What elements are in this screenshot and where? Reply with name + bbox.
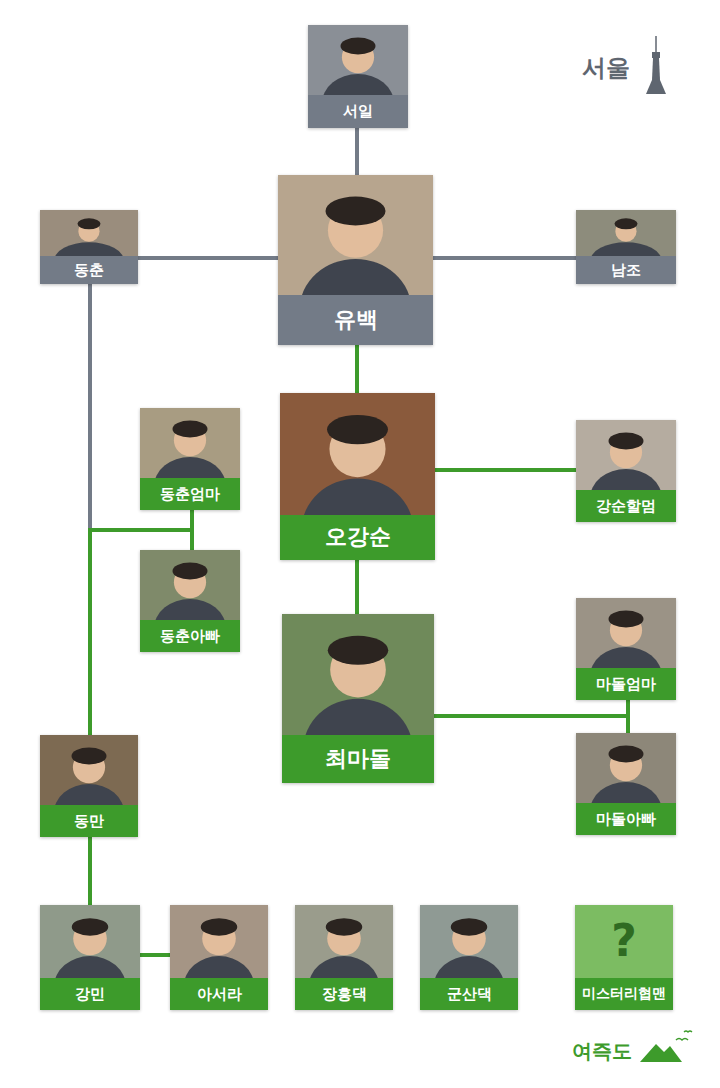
character-card: 동춘엄마 — [140, 408, 240, 510]
portrait — [140, 408, 240, 478]
relation-line — [138, 256, 278, 260]
character-card: 강민 — [40, 905, 140, 1010]
character-name: 마돌엄마 — [596, 676, 656, 693]
portrait — [576, 210, 676, 256]
character-name: 동만 — [74, 813, 104, 830]
character-name: 유백 — [334, 308, 378, 332]
relation-line — [140, 953, 170, 957]
portrait-silhouette — [280, 393, 435, 515]
character-card: 최마돌 — [282, 614, 434, 783]
character-name: 남조 — [611, 262, 641, 279]
character-name: 아서라 — [197, 986, 242, 1003]
portrait — [420, 905, 518, 978]
character-card: 오강순 — [280, 393, 435, 560]
character-card: 유백 — [278, 175, 433, 345]
character-name: 장흥댁 — [322, 986, 367, 1003]
relation-line — [355, 560, 359, 614]
region-label: 서울 — [582, 52, 630, 84]
portrait — [280, 393, 435, 515]
name-band: 강순할멈 — [576, 490, 676, 522]
character-card: 동만 — [40, 735, 138, 837]
portrait-silhouette — [282, 614, 434, 735]
relation-line — [433, 256, 576, 260]
name-band: 미스터리협맨 — [575, 978, 673, 1010]
name-band: 최마돌 — [282, 735, 434, 783]
name-band: 동춘아빠 — [140, 620, 240, 652]
region-label: 여즉도 — [572, 1038, 632, 1065]
name-band: 오강순 — [280, 515, 435, 560]
portrait — [295, 905, 393, 978]
portrait — [576, 733, 676, 803]
portrait — [308, 25, 408, 95]
name-band: 동만 — [40, 805, 138, 837]
portrait-silhouette — [576, 210, 676, 256]
portrait-silhouette — [278, 175, 433, 295]
portrait-silhouette — [140, 408, 240, 478]
character-name: 서일 — [343, 103, 373, 120]
portrait-silhouette — [40, 210, 138, 256]
character-card: 마돌엄마 — [576, 598, 676, 700]
portrait-silhouette — [308, 25, 408, 95]
character-name: 마돌아빠 — [596, 811, 656, 828]
character-name: 동춘 — [74, 262, 104, 279]
name-band: 마돌엄마 — [576, 668, 676, 700]
character-name: 동춘아빠 — [160, 628, 220, 645]
character-card: 아서라 — [170, 905, 268, 1010]
portrait — [140, 550, 240, 620]
portrait-silhouette — [576, 598, 676, 668]
name-band: 마돌아빠 — [576, 803, 676, 835]
name-band: 아서라 — [170, 978, 268, 1010]
portrait — [282, 614, 434, 735]
portrait-silhouette — [170, 905, 268, 978]
portrait-silhouette — [140, 550, 240, 620]
character-name: 오강순 — [325, 525, 391, 549]
portrait — [40, 905, 140, 978]
relation-line — [355, 128, 359, 175]
name-band: 유백 — [278, 295, 433, 345]
tower-icon — [646, 36, 666, 94]
character-card: ? 미스터리협맨 — [575, 905, 673, 1010]
portrait-silhouette — [295, 905, 393, 978]
character-card: 장흥댁 — [295, 905, 393, 1010]
character-name: 미스터리협맨 — [582, 986, 666, 1001]
relation-line — [434, 716, 628, 733]
relation-line — [355, 345, 359, 393]
portrait-silhouette — [576, 733, 676, 803]
portrait-silhouette — [40, 905, 140, 978]
character-card: 마돌아빠 — [576, 733, 676, 835]
name-band: 동춘엄마 — [140, 478, 240, 510]
character-name: 강민 — [75, 986, 105, 1003]
relation-line — [88, 837, 92, 905]
character-card: 서일 — [308, 25, 408, 128]
portrait-silhouette — [576, 420, 676, 490]
name-band: 서일 — [308, 95, 408, 128]
portrait — [278, 175, 433, 295]
name-band: 장흥댁 — [295, 978, 393, 1010]
character-name: 군산댁 — [447, 986, 492, 1003]
portrait — [576, 420, 676, 490]
character-name: 동춘엄마 — [160, 486, 220, 503]
mountain-icon — [640, 1031, 692, 1062]
portrait — [170, 905, 268, 978]
portrait — [40, 735, 138, 805]
portrait-silhouette — [420, 905, 518, 978]
mystery-mark: ? — [611, 917, 637, 965]
name-band: 강민 — [40, 978, 140, 1010]
character-name: 최마돌 — [325, 747, 391, 771]
mystery-panel: ? — [575, 905, 673, 978]
character-card: 군산댁 — [420, 905, 518, 1010]
portrait-silhouette — [40, 735, 138, 805]
portrait — [40, 210, 138, 256]
character-card: 강순할멈 — [576, 420, 676, 522]
name-band: 군산댁 — [420, 978, 518, 1010]
portrait — [576, 598, 676, 668]
name-band: 동춘 — [40, 256, 138, 284]
name-band: 남조 — [576, 256, 676, 284]
relation-line — [435, 468, 576, 472]
character-card: 남조 — [576, 210, 676, 284]
character-card: 동춘아빠 — [140, 550, 240, 652]
character-name: 강순할멈 — [596, 498, 656, 515]
character-card: 동춘 — [40, 210, 138, 284]
relation-line — [434, 700, 628, 716]
